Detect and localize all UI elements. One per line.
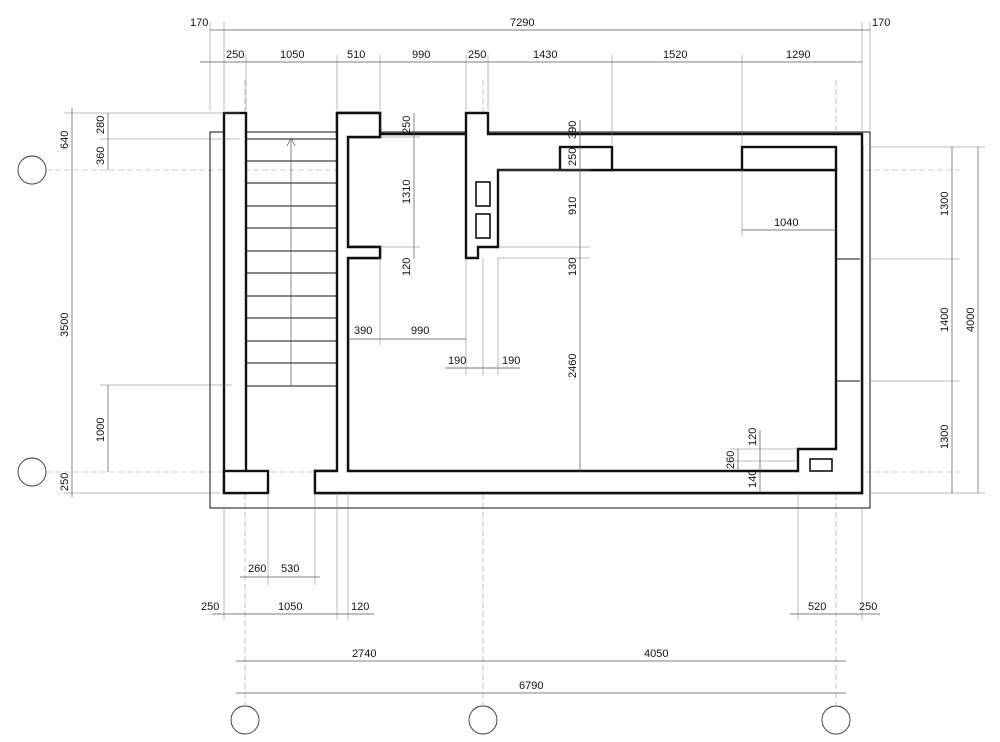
vent-duct-2 (475, 213, 491, 239)
axis-bubble-col-1 (230, 705, 260, 735)
axis-bubble-col-3 (821, 705, 851, 735)
walls (222, 111, 864, 495)
corner-duct (809, 458, 833, 472)
dim-right-1300-bottom: 1300 (939, 425, 951, 449)
dim-right-1400: 1400 (939, 308, 951, 332)
dim-left-250: 250 (401, 116, 413, 134)
dim-bottom-chain-250: 250 (201, 601, 219, 613)
dim-inner-140: 140 (747, 470, 759, 488)
dim-inner-260: 260 (725, 451, 737, 469)
dim-top-chain-8: 1290 (786, 49, 810, 61)
dim-top-right-margin: 170 (872, 17, 890, 29)
dim-left-250-bottom: 250 (59, 473, 71, 491)
dim-right-1300-top: 1300 (939, 192, 951, 216)
axis-bubbles (17, 155, 851, 735)
dim-top-total: 7290 (510, 17, 534, 29)
dim-left-640: 640 (59, 131, 71, 149)
dim-inner-190-left: 190 (448, 355, 466, 367)
dim-left-120: 120 (401, 258, 413, 276)
dim-top-chain-7: 1520 (663, 49, 687, 61)
dim-bay-total: 6790 (519, 680, 543, 692)
dim-bottom-530: 530 (281, 563, 299, 575)
stair-treads (246, 137, 337, 387)
dim-bottom-chain-1050: 1050 (278, 601, 302, 613)
dim-bay-left: 2740 (352, 648, 376, 660)
dim-left-280: 280 (95, 116, 107, 134)
dim-left-1310: 1310 (401, 180, 413, 204)
dim-top-chain-5: 250 (468, 49, 486, 61)
dim-inner-990h: 990 (411, 325, 429, 337)
vent-ducts (475, 181, 833, 472)
dim-left-3500: 3500 (59, 313, 71, 337)
foundation-outline (209, 131, 871, 509)
dim-left-1000: 1000 (95, 418, 107, 442)
dimension-lines (64, 22, 985, 694)
dim-inner-910: 910 (567, 197, 579, 215)
dim-bottom-260: 260 (248, 563, 266, 575)
wall-left-stair (222, 111, 248, 495)
axis-bubble-row-1 (17, 155, 47, 185)
dim-inner-2460: 2460 (567, 354, 579, 378)
dim-left-360: 360 (95, 147, 107, 165)
dim-inner-1040: 1040 (774, 217, 798, 229)
dim-bottom-chain-120: 120 (351, 601, 369, 613)
dim-inner-390: 390 (567, 121, 579, 139)
dim-top-chain-1: 250 (226, 49, 244, 61)
dim-right-4000: 4000 (965, 308, 977, 332)
dim-top-chain-4: 990 (412, 49, 430, 61)
dim-top-chain-6: 1430 (533, 49, 557, 61)
dim-top-left-margin: 170 (190, 17, 208, 29)
window-sill-top-right (740, 145, 838, 172)
dim-top-chain-2: 1050 (280, 49, 304, 61)
dim-inner-120: 120 (747, 428, 759, 446)
dim-inner-390h: 390 (354, 325, 372, 337)
axis-bubble-row-2 (17, 457, 47, 487)
dim-inner-250: 250 (567, 148, 579, 166)
dim-bottom-chain-520: 520 (808, 601, 826, 613)
dim-inner-190-right: 190 (502, 355, 520, 367)
dimension-labels: 170 7290 170 250 1050 510 990 250 1430 1… (59, 17, 977, 692)
vent-duct-1 (475, 181, 491, 207)
dim-top-chain-3: 510 (347, 49, 365, 61)
dim-bottom-chain-250-right: 250 (859, 601, 877, 613)
axis-bubble-col-2 (468, 705, 498, 735)
dim-bay-right: 4050 (644, 648, 668, 660)
wall-bottom-left-pier (222, 469, 270, 495)
dim-inner-130: 130 (567, 258, 579, 276)
